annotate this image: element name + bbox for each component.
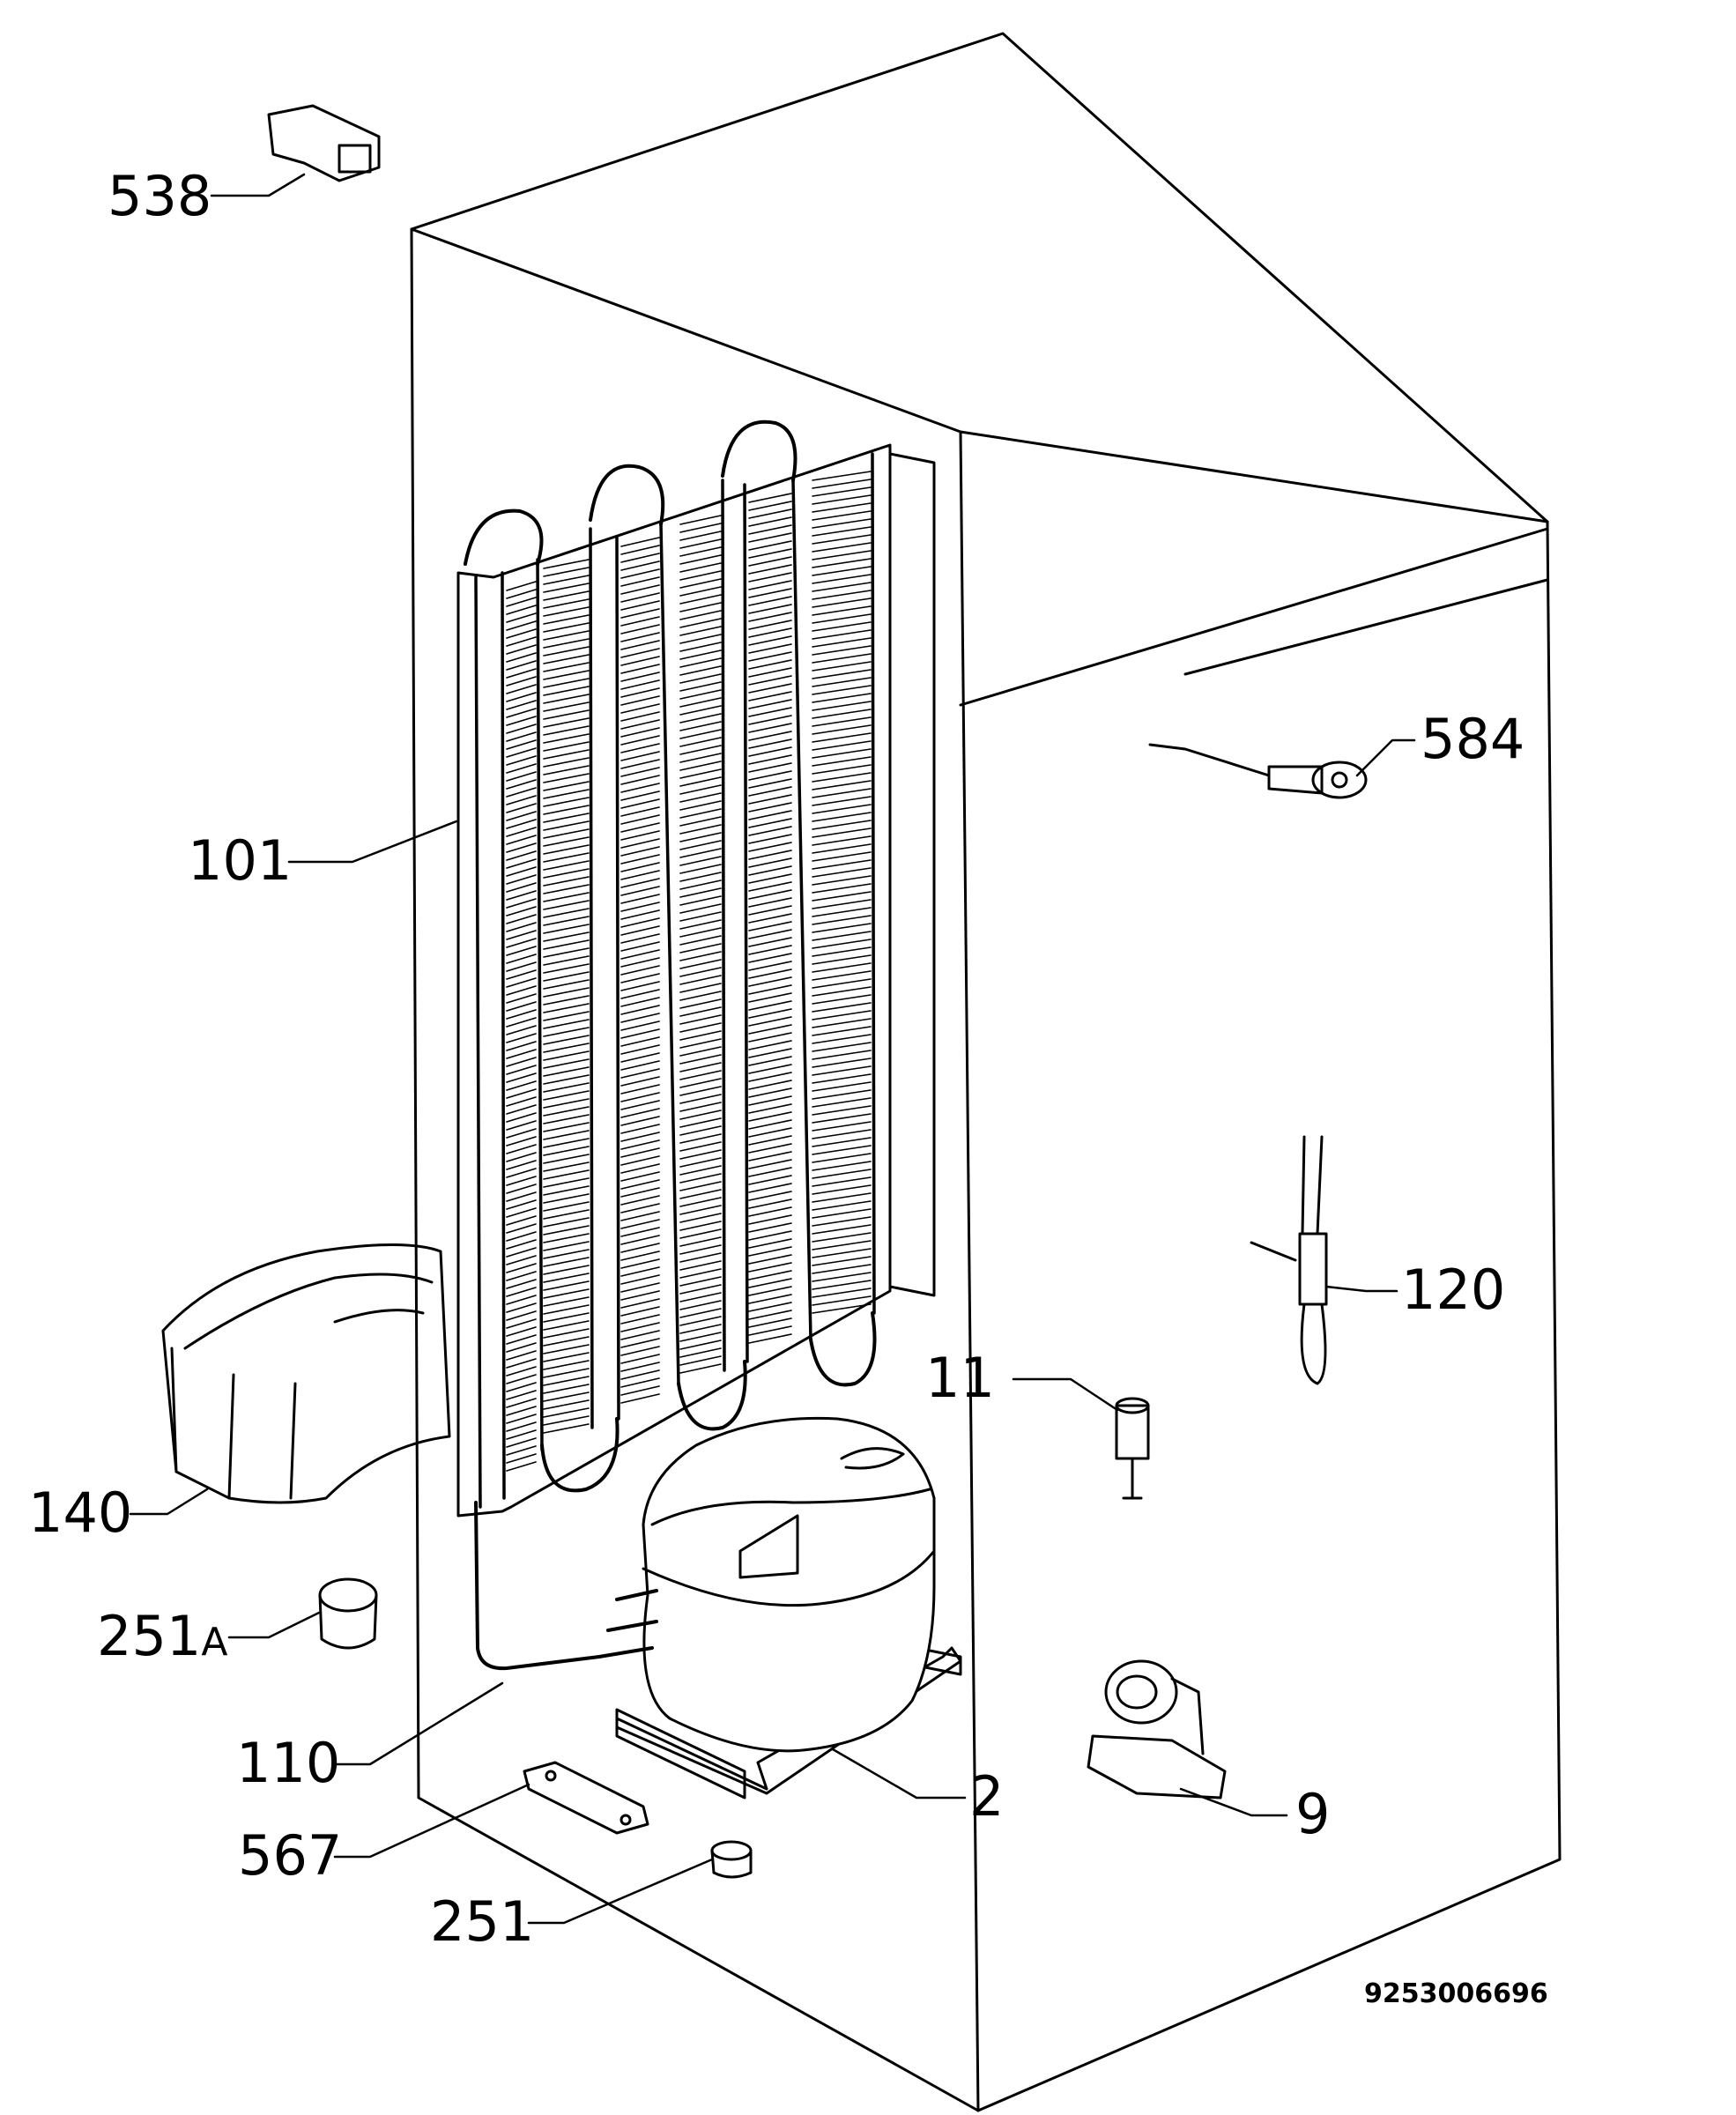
leader-9 <box>1179 1787 1288 1817</box>
leader-584 <box>1355 738 1416 777</box>
callout-11: 11 <box>925 1346 995 1410</box>
leader-251 <box>527 1858 714 1925</box>
cabinet-right-face <box>959 430 1562 2112</box>
compressor-body <box>642 1416 936 1753</box>
compressor-top-dome <box>650 1488 931 1526</box>
relay-11 <box>1115 1397 1150 1500</box>
callout-251a: 251A <box>97 1609 227 1664</box>
callout-567: 567 <box>238 1823 343 1888</box>
compressor-base-plate <box>615 1646 962 1795</box>
condenser-vertical-tubes <box>474 452 876 1509</box>
leader-140 <box>129 1488 209 1516</box>
leader-lines <box>129 173 1416 1925</box>
sensor-584 <box>1148 743 1368 799</box>
clamp-567 <box>523 1761 649 1835</box>
document-number: 9253006696 <box>1364 1978 1548 2009</box>
door-seam-line <box>959 527 1549 707</box>
compressor-2 <box>597 1416 962 1800</box>
condenser-tube-loops-bottom <box>540 1311 877 1493</box>
condenser-outlet-tube <box>474 1501 601 1671</box>
compressor-terminal-cover <box>738 1514 799 1579</box>
leader-538 <box>210 173 306 197</box>
grommet-251 <box>710 1840 753 1879</box>
condenser-grille <box>456 443 892 1518</box>
condenser-back-plate <box>888 452 936 1297</box>
callout-140: 140 <box>28 1480 133 1545</box>
cabinet-left-face <box>410 227 980 2112</box>
callout-251: 251 <box>430 1889 535 1954</box>
condenser-tube-loops-top <box>464 419 798 566</box>
leader-2 <box>831 1748 967 1800</box>
condenser-fins <box>506 471 872 1472</box>
leader-101 <box>287 820 458 864</box>
callout-251a-number: 251 <box>97 1604 202 1668</box>
cushion-251a <box>318 1577 378 1650</box>
callout-9: 9 <box>1295 1782 1331 1846</box>
cap-538 <box>267 104 381 182</box>
callout-110: 110 <box>236 1731 341 1795</box>
leader-251a <box>227 1611 321 1639</box>
condenser-101 <box>456 419 936 1671</box>
callout-2: 2 <box>969 1764 1005 1829</box>
leader-567 <box>333 1783 530 1859</box>
leader-120 <box>1324 1285 1398 1293</box>
callout-101: 101 <box>188 828 293 893</box>
callout-120: 120 <box>1401 1258 1506 1322</box>
leader-11 <box>1012 1377 1119 1412</box>
compressor-belt <box>642 1549 936 1607</box>
callout-538: 538 <box>108 164 212 228</box>
leader-110 <box>335 1681 504 1766</box>
compressor-top-slot <box>840 1447 905 1470</box>
sensor-120 <box>1250 1135 1328 1385</box>
cabinet <box>410 32 1562 2112</box>
callout-251a-suffix: A <box>201 1620 228 1665</box>
callout-584: 584 <box>1421 707 1525 771</box>
cabinet-top-face <box>410 32 1549 523</box>
bracket-9 <box>1087 1659 1227 1800</box>
drip-tray-140 <box>161 1243 451 1504</box>
compressor-suction-pipes <box>597 1589 658 1659</box>
